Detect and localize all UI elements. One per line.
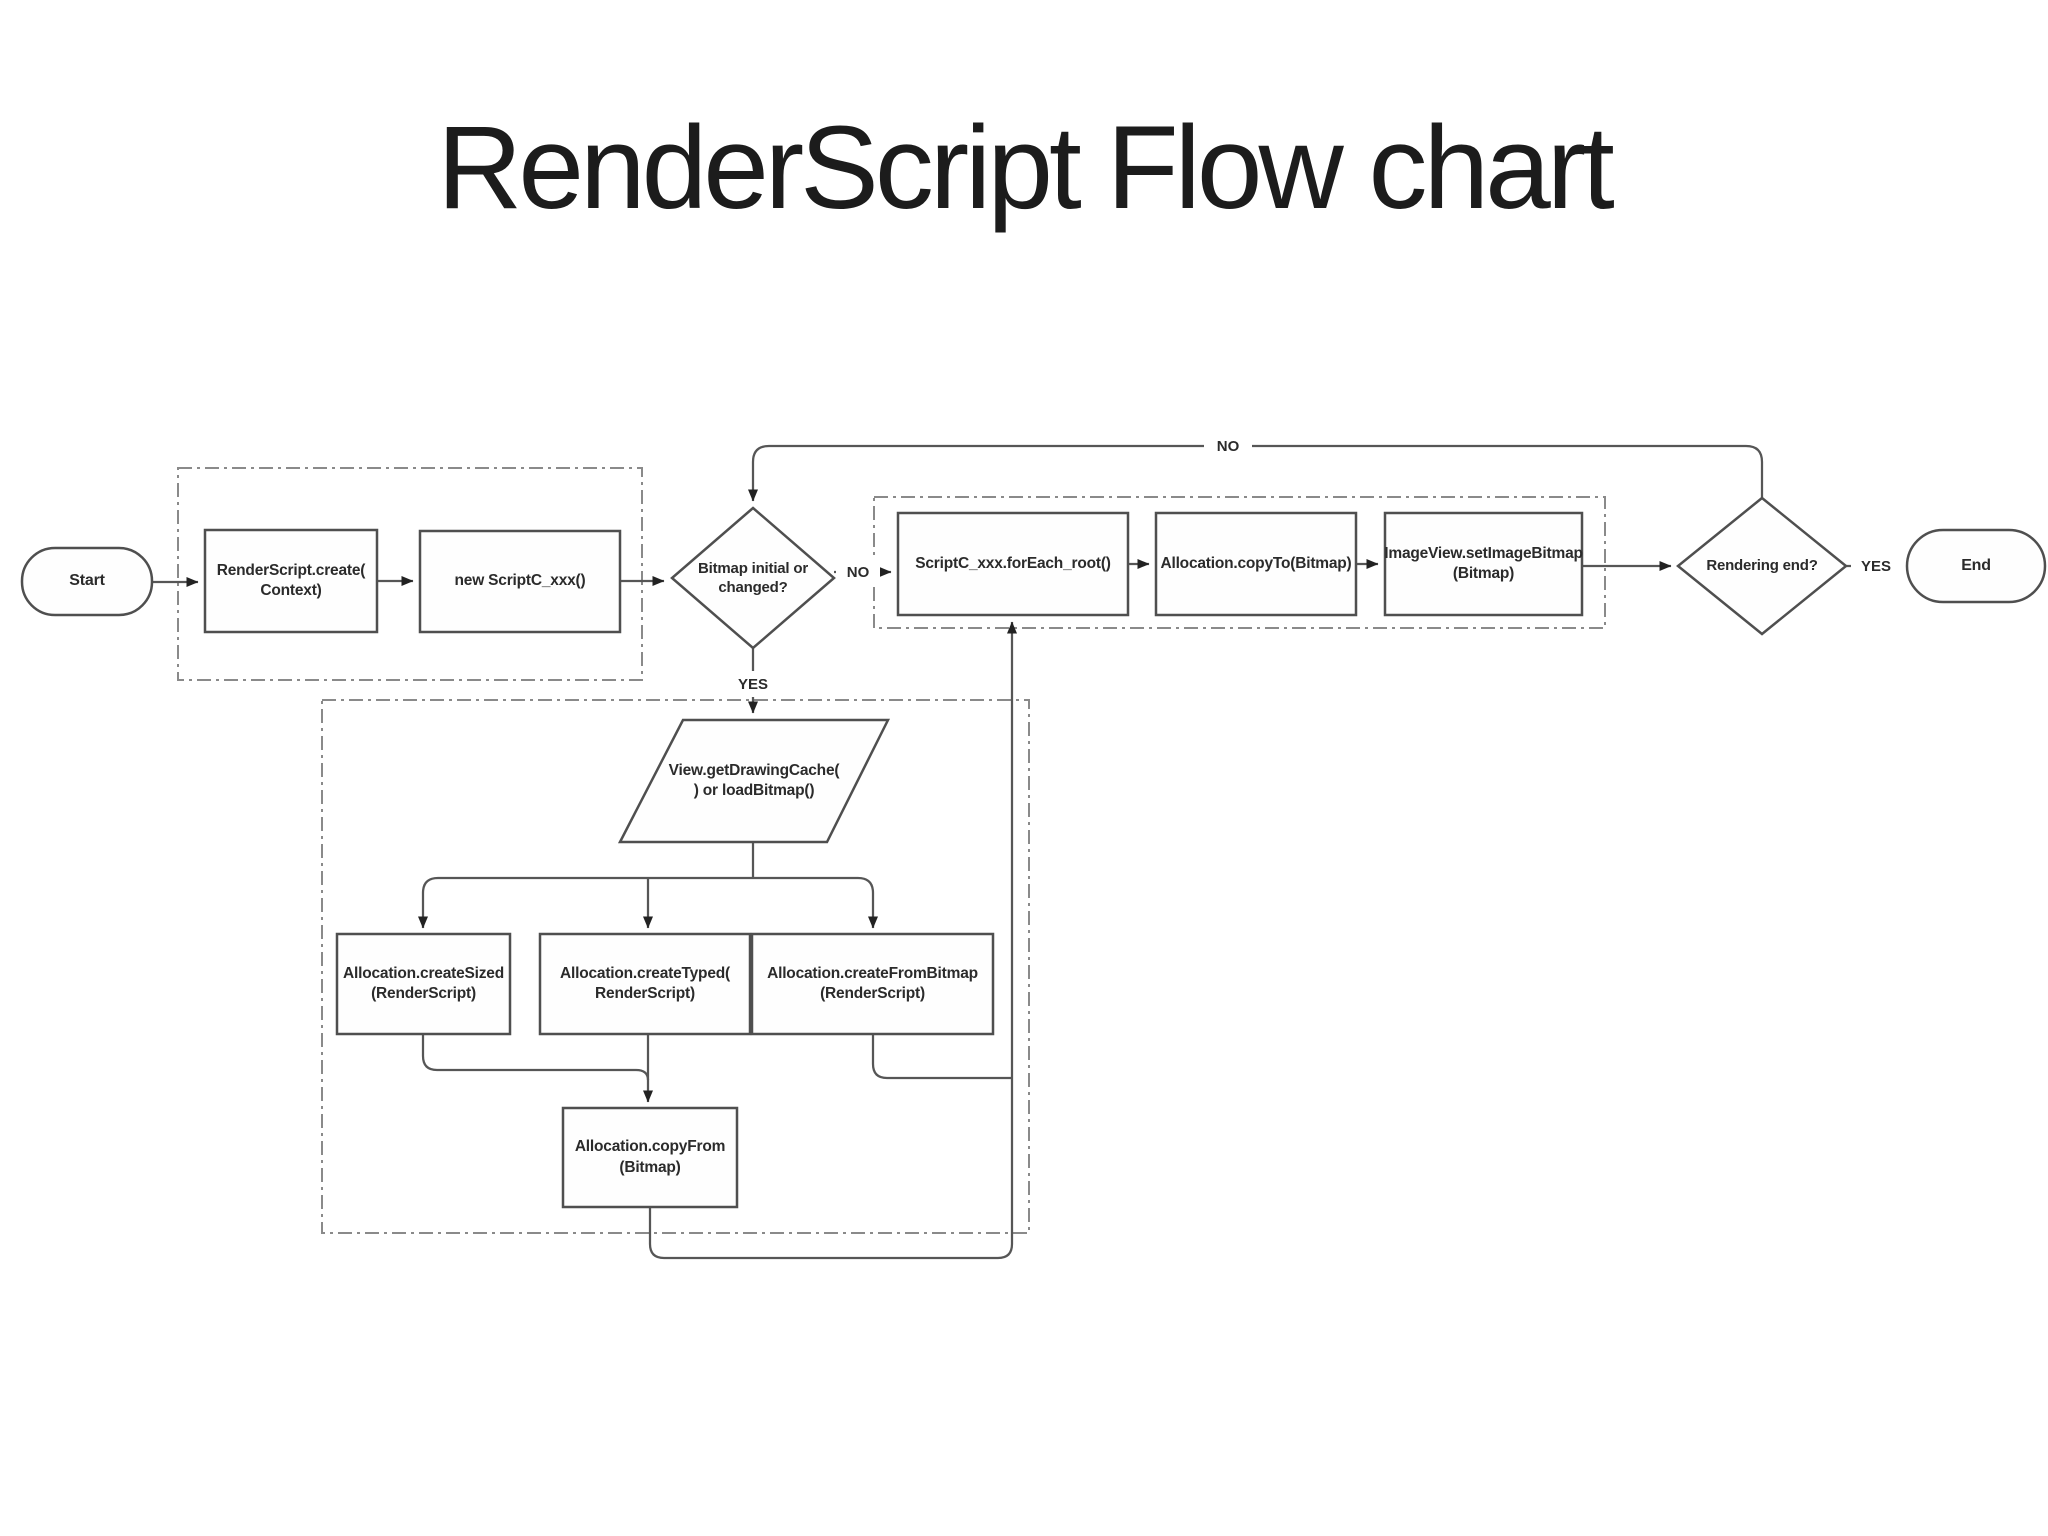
copy-from-shape (561, 1106, 739, 1209)
edge-createfrombitmap-join (871, 1034, 1012, 1080)
start-node-shape (20, 546, 154, 617)
edge-createsized-merge (421, 1034, 650, 1081)
page-title: RenderScript Flow chart (437, 102, 1615, 234)
edge-no-loop-to-decision (748, 444, 1764, 502)
end-node-shape (1905, 528, 2047, 604)
group-allocation-container (321, 699, 1030, 1234)
copy-to-shape (1154, 511, 1358, 617)
edge-split-to-createsized (418, 876, 753, 929)
create-from-bitmap-shape (750, 932, 995, 1036)
new-scriptc-shape (418, 529, 622, 634)
create-typed-shape (538, 932, 752, 1036)
create-sized-shape (335, 932, 512, 1036)
edge-copyfrom-return-to-foreach (648, 621, 1017, 1260)
group-init-container (177, 467, 643, 681)
set-image-bitmap-shape (1383, 511, 1584, 617)
get-drawing-cache-shape (617, 718, 891, 844)
foreach-root-shape (896, 511, 1130, 617)
bitmap-changed-decision-shape (670, 506, 836, 650)
rendering-end-decision-shape (1676, 496, 1848, 636)
create-context-shape (203, 528, 379, 634)
edge-split-to-createfrombitmap (753, 876, 878, 929)
